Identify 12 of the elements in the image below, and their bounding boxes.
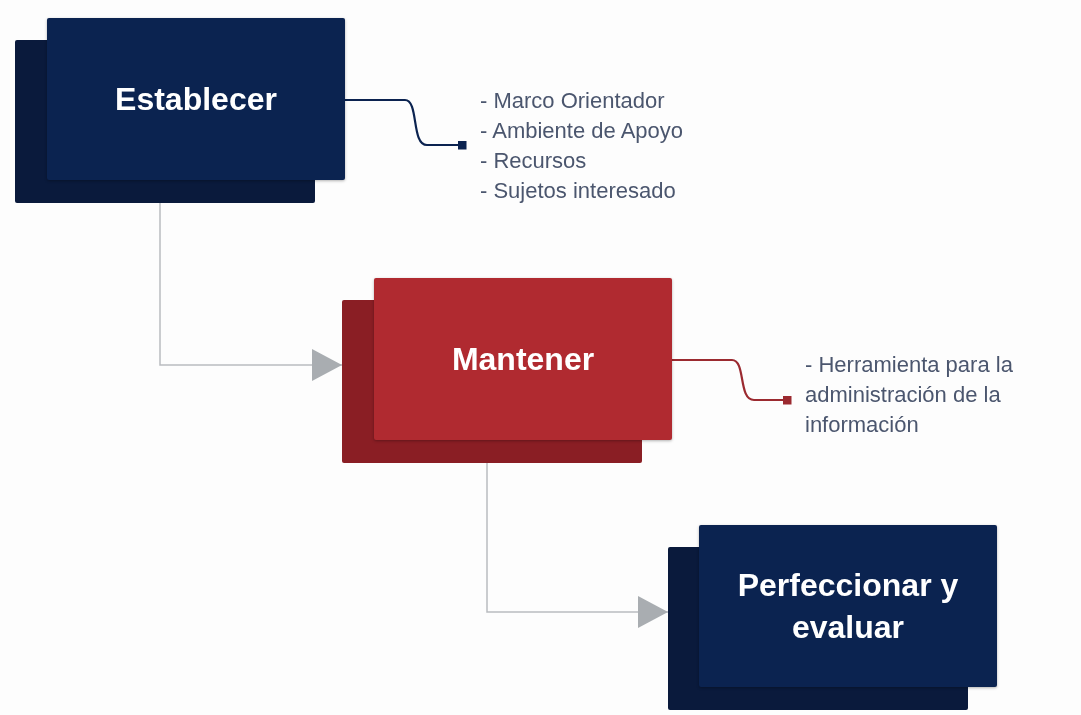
arrow: [486, 462, 669, 628]
note-text: - Marco Orientador: [480, 87, 666, 115]
note-text: - Recursos: [480, 147, 588, 175]
note-text: - Herramienta para la administración de la información: [805, 351, 1014, 439]
note-text: - Ambiente de Apoyo: [480, 117, 685, 145]
arrow: [159, 202, 343, 381]
connector-line: [345, 98, 467, 150]
note-text: - Sujetos interesado: [480, 177, 677, 205]
step-title: Mantener: [451, 340, 595, 379]
step-title: Perfeccionar y evaluar: [736, 566, 960, 647]
step-title: Establecer: [115, 80, 277, 119]
connector-line: [672, 358, 792, 405]
